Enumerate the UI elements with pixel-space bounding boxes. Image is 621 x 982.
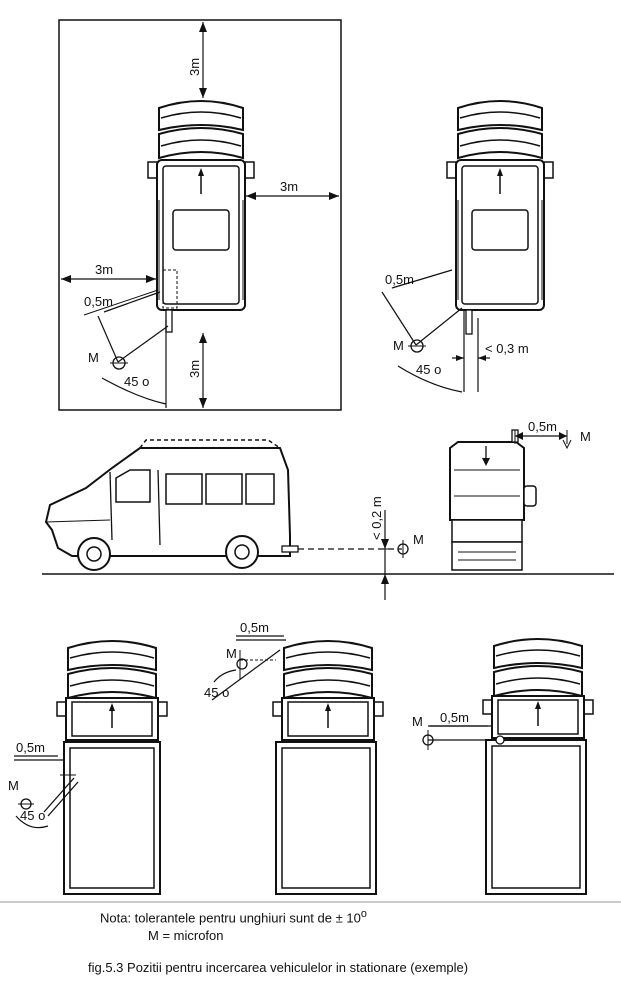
dim-label-05: 0,5m bbox=[16, 740, 45, 755]
panel-bottom-middle: 0,5m M 45 o bbox=[204, 620, 384, 895]
microphone-symbol bbox=[236, 658, 248, 670]
vehicle-top-view bbox=[446, 100, 554, 311]
dim-label-05: 0,5m bbox=[528, 419, 557, 434]
panel-bottom-left: 0,5m M 45 o bbox=[8, 640, 168, 895]
dim-line-diag-05 bbox=[391, 269, 453, 289]
truck-cab-top bbox=[56, 640, 168, 741]
dim-label-05: 0,5m bbox=[240, 620, 269, 635]
panel-middle: M < 0,2 m 0,5m M bbox=[42, 419, 614, 600]
exhaust-pipe bbox=[165, 309, 173, 333]
exhaust-pipe bbox=[281, 545, 299, 553]
dim-label-diag-05: 0,5m bbox=[385, 272, 414, 287]
microphone-label: M bbox=[580, 429, 591, 444]
dim-label-lt03: < 0,3 m bbox=[485, 341, 529, 356]
truck-trailer bbox=[63, 741, 161, 895]
dim-label-rear: 3m bbox=[187, 360, 202, 378]
dim-line-diag-05 bbox=[103, 291, 161, 313]
dim-label-lt02: < 0,2 m bbox=[369, 496, 384, 540]
wheel-rear bbox=[225, 535, 259, 569]
microphone-label: M bbox=[226, 646, 237, 661]
note-degree: o bbox=[360, 908, 367, 920]
note-text: Nota: tolerantele pentru unghiuri sunt d… bbox=[100, 905, 367, 945]
truck-trailer bbox=[275, 741, 377, 895]
microphone-label: M bbox=[88, 350, 99, 365]
panel-top-left: 3m 3m 3m 3m 0,5m M 45 o bbox=[58, 19, 342, 411]
angle-label: 45 o bbox=[416, 362, 441, 377]
measurement-zone bbox=[58, 19, 342, 411]
note-line-2: M = microfon bbox=[148, 928, 224, 944]
exhaust-pipe bbox=[465, 309, 473, 335]
angle-arc bbox=[101, 377, 167, 405]
dim-label-diag-05: 0,5m bbox=[84, 294, 113, 309]
angle-arc bbox=[213, 669, 237, 683]
angle-label: 45 o bbox=[204, 685, 229, 700]
truck-cab-top bbox=[272, 640, 384, 741]
angle-label: 45 o bbox=[124, 374, 149, 389]
note-line-1: Nota: tolerantele pentru unghiuri sunt d… bbox=[100, 910, 361, 926]
figure-caption: fig.5.3 Pozitii pentru incercarea vehicu… bbox=[88, 960, 469, 975]
truck-trailer bbox=[485, 739, 587, 895]
vehicle-rear-view bbox=[449, 429, 537, 571]
wheel-front bbox=[77, 537, 111, 571]
exhaust-outlet bbox=[495, 735, 505, 745]
truck-cab-top bbox=[482, 638, 594, 739]
vehicle-side-view bbox=[44, 439, 299, 571]
microphone-label: M bbox=[412, 714, 423, 729]
dim-label-05: 0,5m bbox=[440, 710, 469, 725]
panel-top-right: < 0,3 m 0,5m M 45 o bbox=[381, 100, 554, 393]
angle-arc bbox=[15, 815, 49, 829]
vehicle-top-view bbox=[147, 100, 255, 311]
dim-label-front: 3m bbox=[187, 58, 202, 76]
dim-label-left: 3m bbox=[95, 262, 113, 277]
microphone-label: M bbox=[413, 532, 424, 547]
microphone-label: M bbox=[393, 338, 404, 353]
angle-arc bbox=[397, 365, 463, 393]
microphone-label: M bbox=[8, 778, 19, 793]
angle-label: 45 o bbox=[20, 808, 45, 823]
panel-bottom-right: 0,5m M bbox=[412, 638, 594, 895]
dim-label-side: 3m bbox=[280, 179, 298, 194]
